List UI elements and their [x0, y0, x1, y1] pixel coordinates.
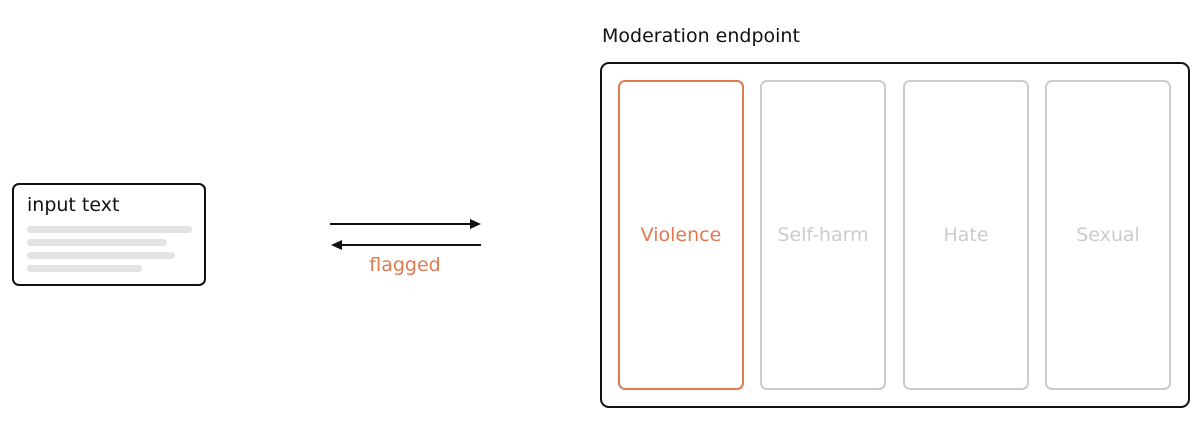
- category-label: Hate: [943, 224, 989, 246]
- category-violence: Violence: [618, 80, 744, 390]
- category-self-harm: Self-harm: [760, 80, 886, 390]
- endpoint-title: Moderation endpoint: [602, 25, 800, 47]
- moderation-endpoint-box: Violence Self-harm Hate Sexual: [600, 62, 1190, 408]
- request-response-arrows: [330, 219, 481, 250]
- right-arrow-icon: [330, 219, 481, 229]
- text-placeholder-line: [27, 252, 175, 259]
- category-label: Sexual: [1076, 224, 1140, 246]
- category-hate: Hate: [903, 80, 1029, 390]
- left-arrow-icon: [331, 240, 481, 250]
- input-card-accent-line: [26, 183, 206, 185]
- input-text-card: input text: [12, 183, 206, 286]
- category-label: Violence: [640, 224, 722, 246]
- category-sexual: Sexual: [1045, 80, 1171, 390]
- flagged-label: flagged: [369, 254, 441, 276]
- text-placeholder-line: [27, 226, 192, 233]
- text-placeholder-line: [27, 239, 167, 246]
- text-placeholder-line: [27, 265, 142, 272]
- category-label: Self-harm: [777, 224, 869, 246]
- input-card-title: input text: [27, 194, 120, 216]
